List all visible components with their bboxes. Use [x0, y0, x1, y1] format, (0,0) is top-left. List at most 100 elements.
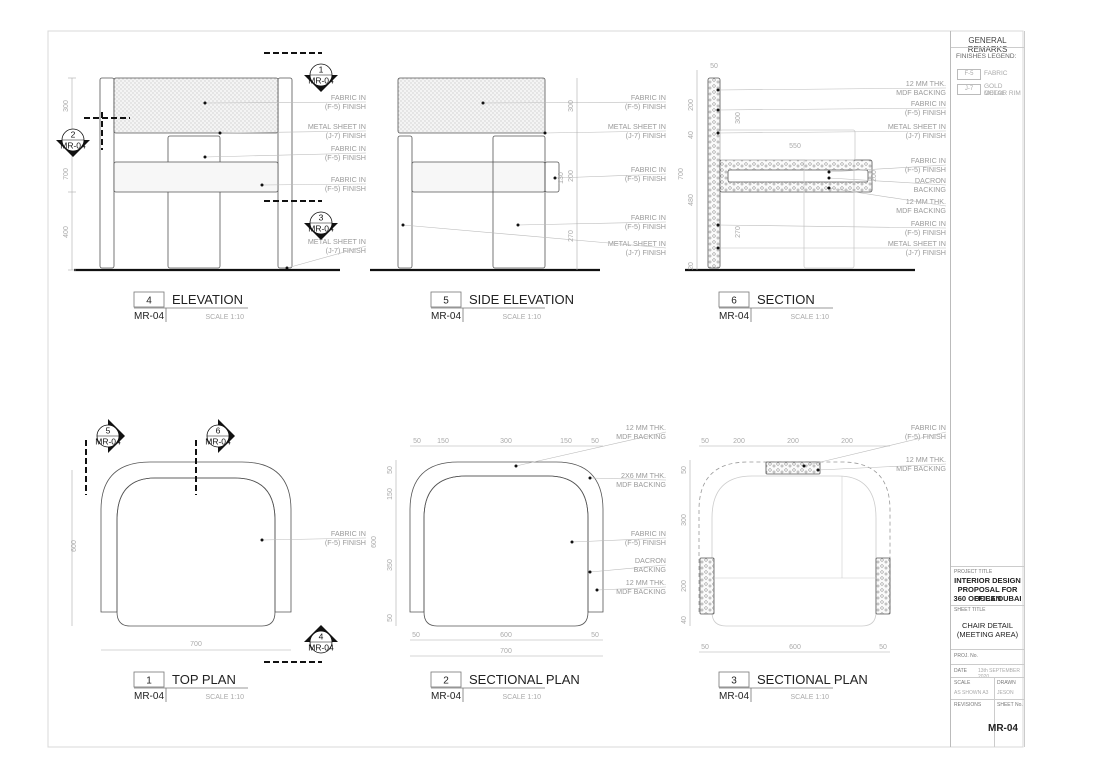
sect-note-dacron-line2: BACKING	[914, 185, 947, 194]
sp2-dim-a: 50	[413, 438, 421, 445]
legend-code-f5: F-5	[957, 69, 981, 80]
sp3-dim-b: 200	[733, 438, 745, 445]
leader-dot	[802, 464, 806, 468]
sheet-title-line1: CHAIR DETAIL	[961, 621, 1014, 630]
view-number-box	[133, 291, 165, 308]
sp3-outline-dashed	[698, 461, 891, 612]
leader-dot	[401, 223, 405, 227]
sp2-note-mdf-line2: MDF BACKING	[616, 432, 666, 441]
sheet-title-label: SHEET TITLE	[954, 607, 986, 613]
sect-note-metal-line2: (J-7) FINISH	[906, 131, 946, 140]
elev-note-metal-top-line2: (J-7) FINISH	[326, 131, 366, 140]
sp3-right-arm-section	[875, 557, 891, 615]
view-number: 1	[146, 676, 152, 687]
elev-dim-300: 300	[63, 100, 70, 112]
legend-desc-f5: FABRIC	[984, 70, 1008, 77]
sect-dim-200: 200	[871, 170, 878, 182]
elev-note-fabric-front-line2: (F-5) FINISH	[325, 184, 366, 193]
elev-seat-cushion	[113, 161, 279, 193]
sp3-dim-g: 200	[681, 580, 688, 592]
sect-note-fabric-back-line1: FABRIC IN	[911, 99, 946, 108]
sect-note-fabric-seat-line1: FABRIC IN	[911, 156, 946, 165]
sect-note-fabric-back-leader	[717, 107, 947, 111]
marker-number: 1	[319, 65, 324, 75]
sp2-dim-h: 600	[371, 536, 378, 548]
date-value: 13th SEPTEMBER 2020	[978, 668, 1020, 680]
elev-note-fabric-front-line1: FABRIC IN	[331, 175, 366, 184]
top-dim-600: 600	[71, 540, 78, 552]
sp3-dim-f: 300	[681, 514, 688, 526]
side-note-metal-top-leader	[544, 130, 667, 134]
sect-note-mdf-seat-line2: MDF BACKING	[896, 206, 946, 215]
elev-left-leg	[99, 77, 115, 269]
side-note-fabric-back-leader	[482, 101, 667, 104]
marker-ref: MR-04	[308, 643, 334, 653]
view-title-text: TOP PLAN	[172, 672, 236, 687]
sect-note-metal-line1: METAL SHEET IN	[888, 122, 946, 131]
sp2-note-mdf-2x6-line1: 2X6 MM THK.	[621, 471, 666, 480]
sect-note-metal-leader	[717, 130, 947, 134]
view-number-box	[133, 671, 165, 688]
leader-dot	[218, 131, 222, 135]
marker-number: 5	[106, 426, 111, 436]
side-note-fabric-front-leader	[517, 221, 667, 226]
side-dim-270: 270	[568, 230, 575, 242]
sp2-dim-e: 50	[591, 438, 599, 445]
sp3-note-mdf-line2: MDF BACKING	[896, 464, 946, 473]
sect-seat-top-outline	[719, 129, 856, 161]
side-note-fabric-seat-leader	[554, 173, 667, 179]
view-number-box	[430, 671, 462, 688]
view-scale: SCALE 1:10	[502, 694, 541, 701]
sp3-back-section	[765, 461, 821, 475]
sect-dim-20: 20	[688, 262, 695, 270]
leader-dot	[588, 570, 592, 574]
project-title-label: PROJECT TITLE	[954, 569, 993, 575]
leader-dot	[514, 464, 518, 468]
side-cushion-edge	[544, 161, 560, 193]
sect-dim-550: 550	[789, 143, 801, 150]
leader-dot	[260, 538, 264, 542]
sect-note-metal-base-line1: METAL SHEET IN	[888, 239, 946, 248]
revisions-label: REVISIONS	[954, 702, 982, 708]
leader-dot	[516, 223, 520, 227]
marker-number: 3	[319, 213, 324, 223]
view-number-box	[718, 291, 750, 308]
scale-label: SCALE	[954, 680, 971, 686]
view-number: 6	[731, 296, 737, 307]
side-backrest	[397, 77, 546, 134]
sp2-dim-g: 150	[387, 488, 394, 500]
sp3-dim-e: 50	[681, 466, 688, 474]
leader-dot	[595, 588, 599, 592]
view-scale: SCALE 1:10	[205, 694, 244, 701]
sp3-dim-k: 50	[879, 644, 887, 651]
side-seat	[411, 161, 546, 193]
sect-note-fabric-front-leader	[717, 224, 947, 229]
marker-ref: MR-04	[60, 141, 86, 151]
view-ref: MR-04	[431, 691, 461, 702]
view-title-text: SIDE ELEVATION	[469, 292, 574, 307]
elev-note-fabric-back-leader	[204, 101, 367, 104]
general-remarks-heading: GENERAL REMARKS	[967, 36, 1008, 54]
sp2-dim-b: 150	[437, 438, 449, 445]
sect-note-mdf-back-leader	[717, 87, 947, 91]
side-note-metal-base-line1: METAL SHEET IN	[608, 239, 666, 248]
leader-dot	[285, 266, 289, 270]
side-note-metal-top-line2: (J-7) FINISH	[626, 131, 666, 140]
leader-dot	[827, 170, 831, 174]
title-block: GENERAL REMARKS FINISHES LEGEND: F-5 FAB…	[950, 31, 1025, 747]
view-title-text: SECTION	[757, 292, 815, 307]
sect-front-block-outline	[803, 159, 855, 269]
leader-dot	[553, 176, 557, 180]
sp3-note-fabric-leader	[803, 431, 947, 467]
elev-note-fabric-seat-line1: FABRIC IN	[331, 144, 366, 153]
side-note-fabric-seat-line1: FABRIC IN	[631, 165, 666, 174]
section-marker-6: 6MR-04	[205, 419, 235, 453]
marker-ref: MR-04	[205, 437, 231, 447]
finishes-legend-heading: FINISHES LEGEND:	[956, 53, 1017, 60]
elev-note-fabric-back-line2: (F-5) FINISH	[325, 102, 366, 111]
sp2-dim-c: 300	[500, 438, 512, 445]
